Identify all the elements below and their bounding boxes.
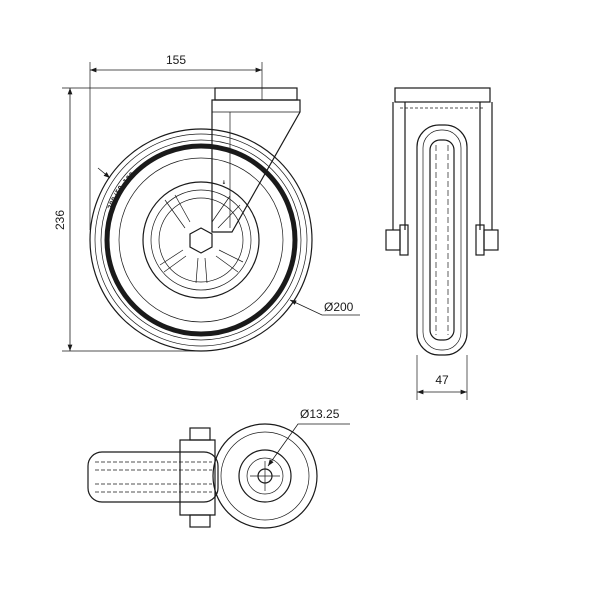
dim-155: 155: [166, 53, 186, 67]
brand-mark: →: [220, 180, 228, 184]
dim-hole-13-25: Ø13.25: [300, 407, 340, 421]
tire-marking: 200/50 100: [106, 171, 136, 211]
top-view: Ø13.25: [87, 407, 350, 529]
dim-236: 236: [53, 210, 67, 230]
dim-diameter-200: Ø200: [324, 300, 354, 314]
side-view: → 200/50 100 155 236 Ø200: [53, 53, 360, 352]
front-view: 47: [385, 87, 499, 400]
dim-47: 47: [435, 373, 449, 387]
